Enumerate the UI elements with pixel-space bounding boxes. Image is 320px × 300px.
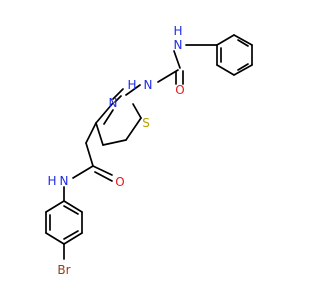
n-thiazole-label: N	[109, 96, 118, 110]
acetamide-chain	[72, 122, 113, 182]
thiazole-ring	[95, 84, 142, 146]
phenyl-ring	[216, 34, 253, 76]
n-mid-nh-label: N	[144, 78, 153, 92]
o-urea-label: O	[175, 83, 184, 97]
urea-linkage	[157, 44, 218, 85]
n-amide-label: N	[60, 174, 69, 188]
h-upper-nh-label: H	[173, 24, 182, 38]
atom-labels: N H N H O N S O N H Br	[47, 24, 184, 277]
s-thiazole-label: S	[142, 116, 150, 130]
h-amide-label: H	[47, 174, 56, 188]
molecule-structure-diagram: N H N H O N S O N H Br	[45, 24, 253, 277]
h-mid-nh-label: H	[127, 78, 136, 92]
bromophenyl-ring	[45, 186, 83, 260]
n-upper-nh-label: N	[174, 38, 183, 52]
br-label: Br	[57, 263, 70, 277]
o-amide-label: O	[115, 175, 124, 189]
